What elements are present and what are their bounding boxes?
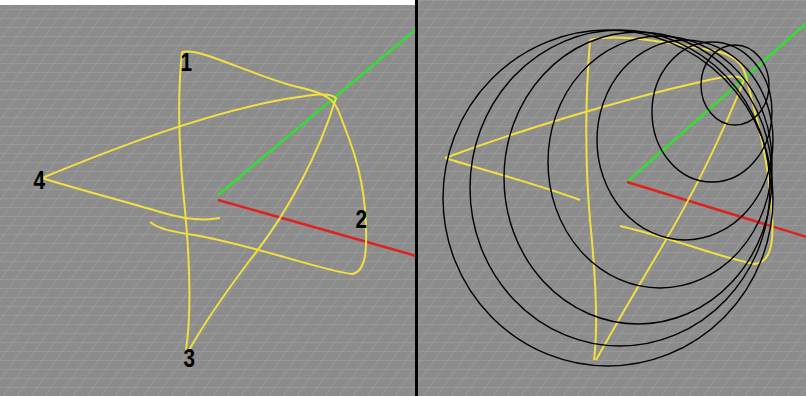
- grid-ground: [0, 0, 415, 396]
- grid-ground: [418, 0, 806, 396]
- panel-divider: [415, 0, 418, 396]
- section-curves: [445, 37, 772, 360]
- callout-number: 4: [33, 167, 45, 193]
- y-axis: [627, 20, 806, 182]
- surface-wireframe: [443, 30, 773, 366]
- section-curves: [42, 52, 366, 352]
- x-axis: [627, 182, 806, 238]
- x-axis: [218, 200, 415, 257]
- callout-number: 1: [180, 49, 192, 75]
- callout-number: 2: [355, 206, 367, 232]
- top-strip: [0, 0, 415, 5]
- callout-number: 3: [183, 345, 195, 371]
- y-axis: [218, 26, 415, 195]
